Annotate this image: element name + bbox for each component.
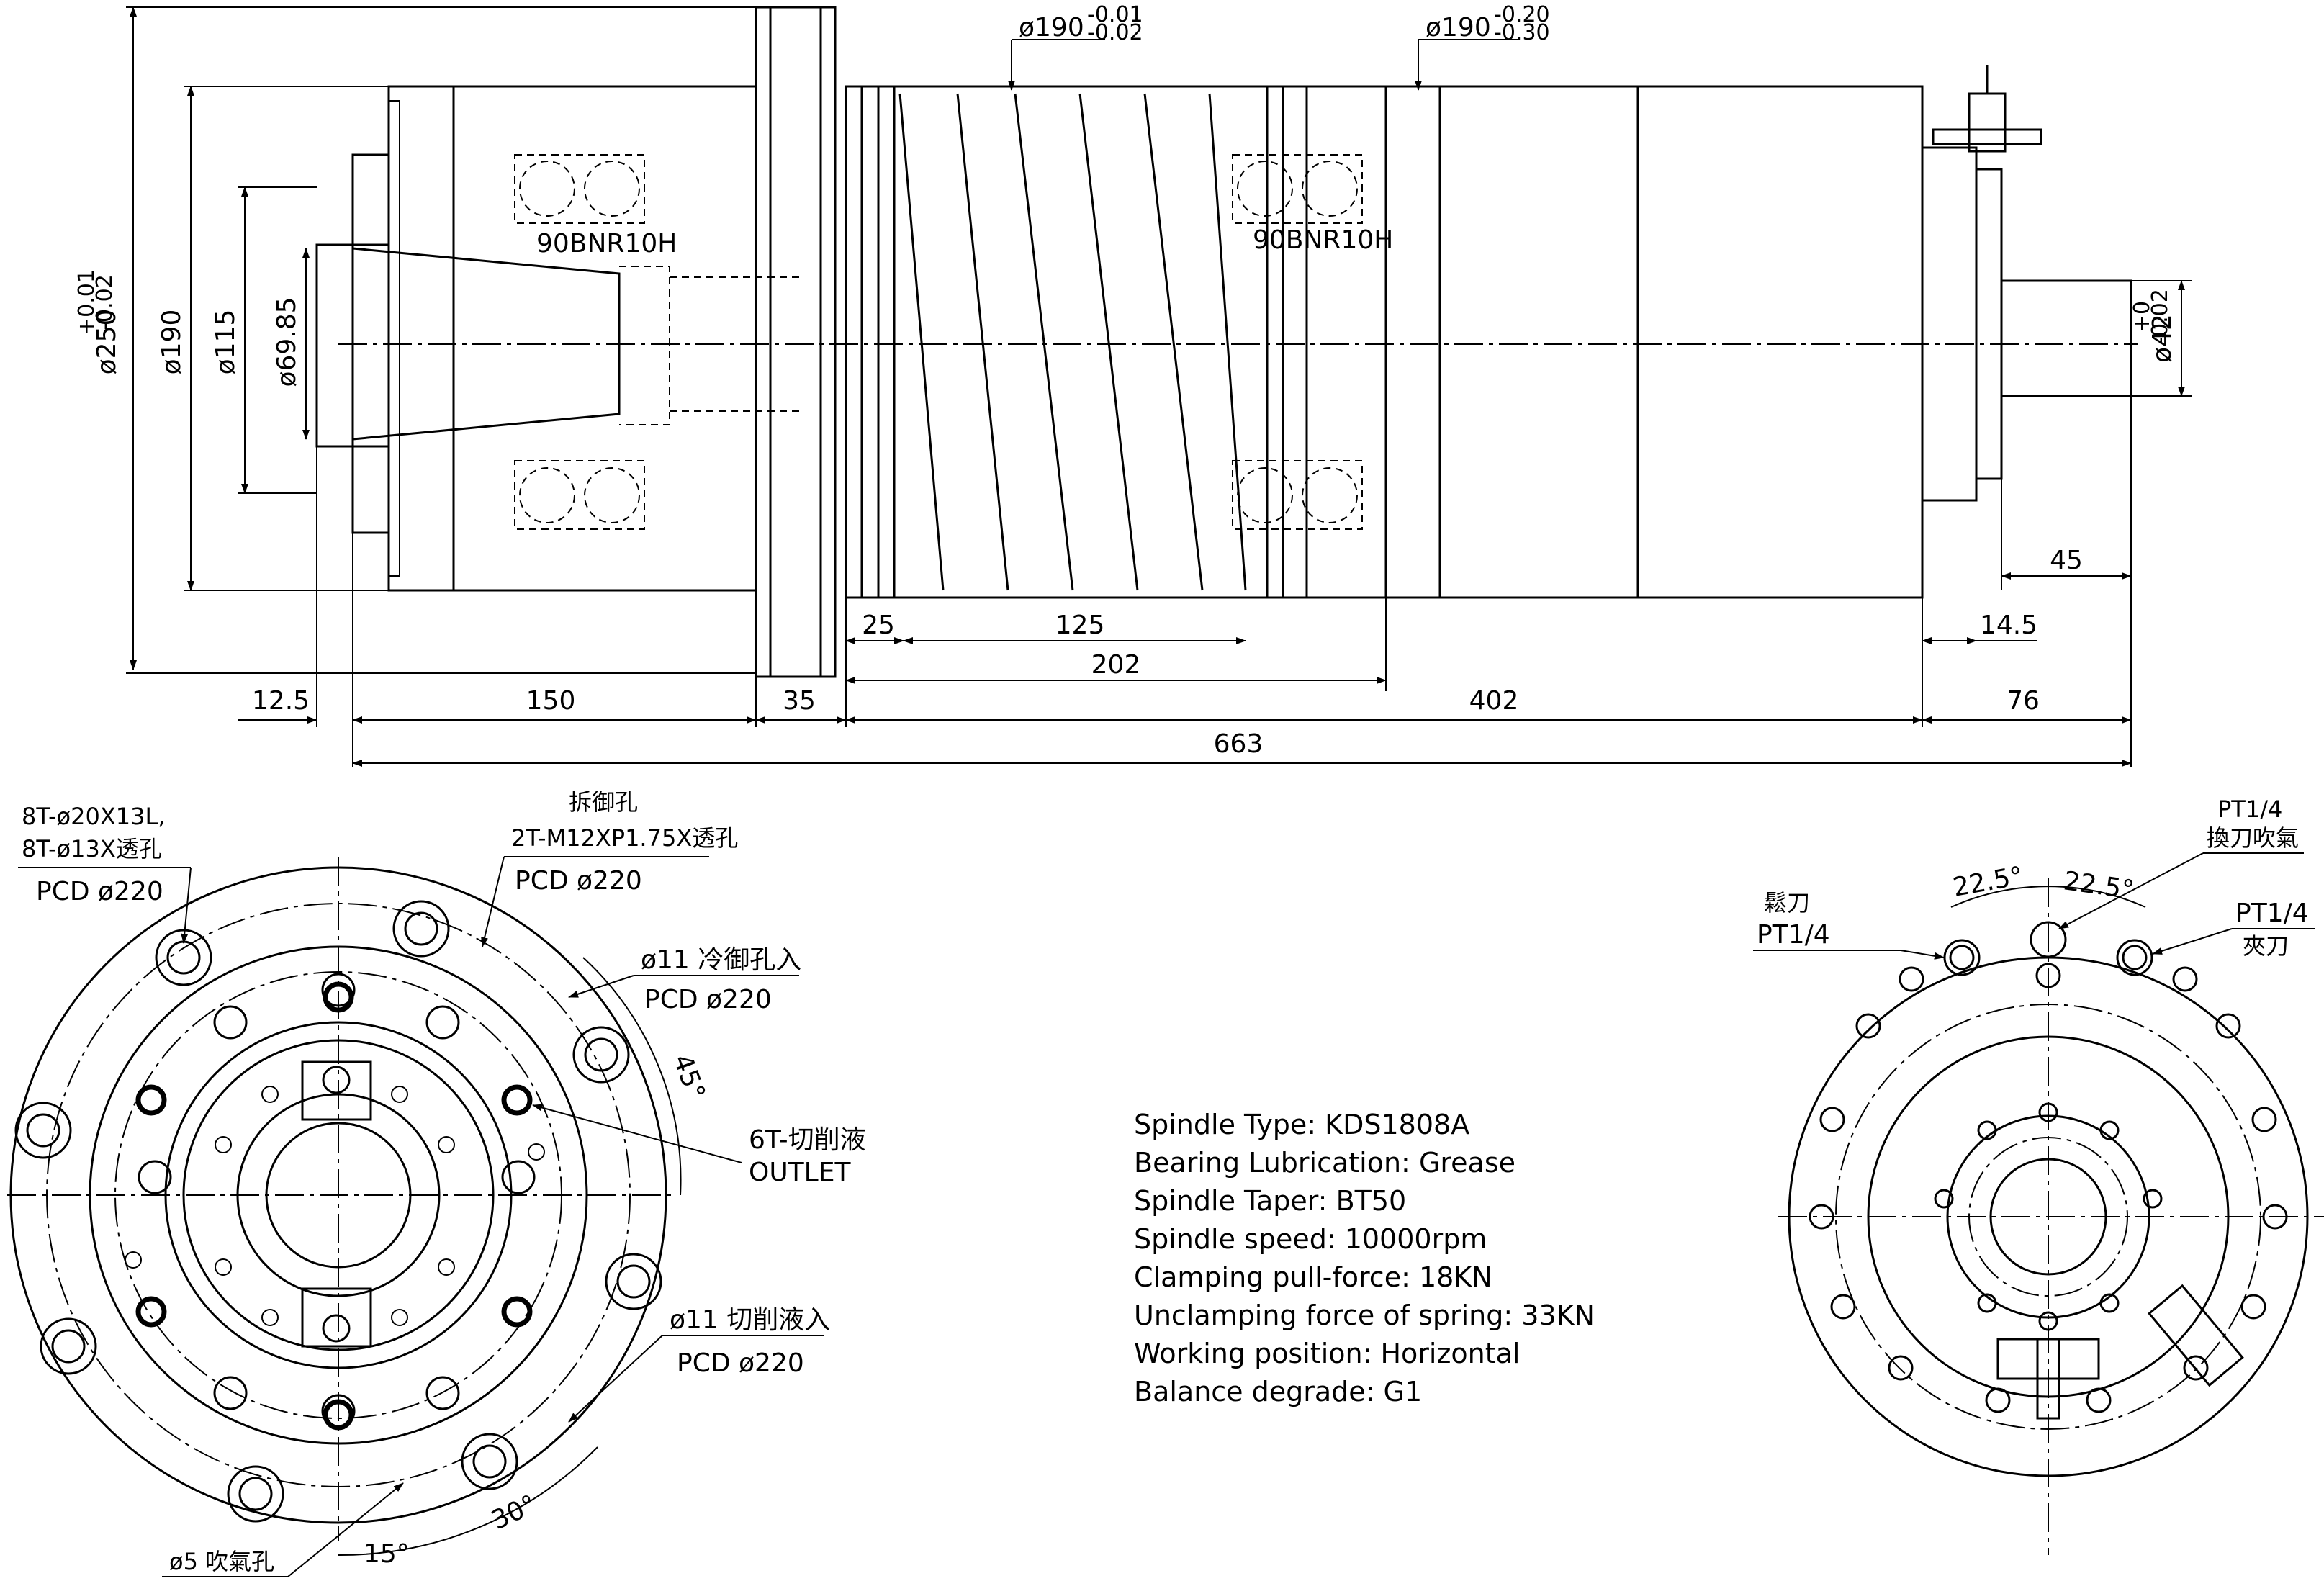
holes-line2: 8T-ø13X透孔 [22,835,162,862]
holes-pcd: PCD ø220 [36,877,163,906]
pt-clamp-2: 夾刀 [2243,932,2289,960]
dim-663: 663 [1214,729,1264,759]
dim-phi250-tol-lower: -0.02 [92,274,117,330]
dim-45: 45 [2050,546,2083,575]
dim-phi42: ø42 [2148,314,2177,363]
rear-cover [1921,146,1978,502]
helical-grooves [898,93,1247,591]
bearing-right-top [1232,154,1363,224]
side-view: ø250 +0.01 -0.02 ø190 ø115 ø69.85 ø190 -… [74,2,2192,767]
spindle-bore [265,1122,412,1269]
dim-35: 35 [783,686,816,716]
air-hole-label: ø5 吹氣孔 [169,1548,274,1575]
outlet-label-1: 6T-切削液 [749,1125,866,1155]
front-housing [452,85,757,592]
mounting-holes-outer [14,900,662,1523]
dismount-pcd: PCD ø220 [515,866,642,896]
cool-in-label: ø11 冷御孔入 [641,945,801,975]
spec-4: Spindle speed: 10000rpm [1134,1223,1487,1255]
pt-change-1: PT1/4 [2217,796,2282,823]
cut-in-pcd: PCD ø220 [677,1348,804,1378]
dim-phi190-left: ø190 [157,310,186,375]
dim-phi190-top2-tol-upper: -0.20 [1494,2,1550,27]
bearing-label-right: 90BNR10H [1253,225,1393,255]
flange-outer [9,866,667,1524]
rear-shaft [2000,279,2132,397]
spec-6: Unclamping force of spring: 33KN [1134,1300,1595,1331]
front-view: 8T-ø20X13L, 8T-ø13X透孔 PCD ø220 拆御孔 2T-M1… [7,788,866,1577]
dim-phi42-tol-upper: +0 [2130,301,2155,333]
dim-phi190-top2: ø190 [1426,13,1491,42]
rear-bolt-holes [1809,945,2288,1413]
pt-release-1: 鬆刀 [1764,889,1810,916]
spec-1: Spindle Type: KDS1808A [1134,1109,1469,1140]
spec-5: Clamping pull-force: 18KN [1134,1261,1492,1293]
cool-in-pcd: PCD ø220 [644,985,772,1014]
dim-14-5: 14.5 [1980,611,2037,640]
pt-change-2: 換刀吹氣 [2207,824,2299,852]
dim-76: 76 [2007,686,2040,716]
spec-2: Bearing Lubrication: Grease [1134,1147,1515,1179]
rear-view: 22.5° 22.5° PT1/4 換刀吹氣 鬆刀 PT1/4 PT1/4 夾刀 [1753,796,2324,1555]
cooling-jacket [845,85,1308,599]
outlet-label-2: OUTLET [749,1158,851,1187]
motor-housing [1438,85,1639,599]
dim-25: 25 [862,611,895,640]
dim-phi190-top1-tol-upper: -0.01 [1087,2,1143,27]
dim-125: 125 [1055,611,1105,640]
dismount-spec: 2T-M12XP1.75X透孔 [511,824,738,852]
dim-150: 150 [526,686,576,716]
mount-flange [755,6,837,678]
coolant-outlets [135,981,533,1431]
dim-phi190-top1-tol-lower: -0.02 [1087,20,1143,45]
pt-clamp-1: PT1/4 [2235,898,2309,928]
dim-phi69-85: ø69.85 [272,297,302,387]
dim-phi115: ø115 [211,310,240,375]
bearing-left-bottom [514,460,645,530]
bearing-left-top [514,154,645,224]
nose-flange [387,85,455,592]
dim-phi250-tol-upper: +0.01 [74,269,99,335]
angle-22-5-b: 22.5° [2062,866,2136,905]
dismount-title: 拆御孔 [569,788,638,816]
spec-7: Working position: Horizontal [1134,1338,1521,1369]
holes-line1: 8T-ø20X13L, [22,803,165,830]
spec-8: Balance degrade: G1 [1134,1376,1422,1407]
dim-phi42-tol-lower: -0.02 [2148,289,2173,345]
spec-3: Spindle Taper: BT50 [1134,1185,1406,1217]
angle-45: 45° [667,1050,711,1104]
dim-12-5: 12.5 [252,686,310,716]
small-holes [125,1086,545,1326]
dim-phi190-top2-tol-lower: -0.30 [1494,20,1550,45]
bearing-label-left: 90BNR10H [536,229,677,258]
spec-list: Spindle Type: KDS1808A Bearing Lubricati… [1134,1109,1595,1407]
bearing-right-bottom [1232,460,1363,530]
angle-30: 30° [487,1490,541,1536]
dim-phi250: ø250 [92,310,122,375]
dim-202: 202 [1091,650,1141,680]
dim-phi190-top1: ø190 [1019,13,1084,42]
dim-402: 402 [1469,686,1519,716]
mounting-holes-inner [138,973,536,1428]
cut-in-label: ø11 切削液入 [670,1305,830,1335]
angle-22-5-a: 22.5° [1950,861,2025,902]
pt-release-2: PT1/4 [1757,920,1830,950]
